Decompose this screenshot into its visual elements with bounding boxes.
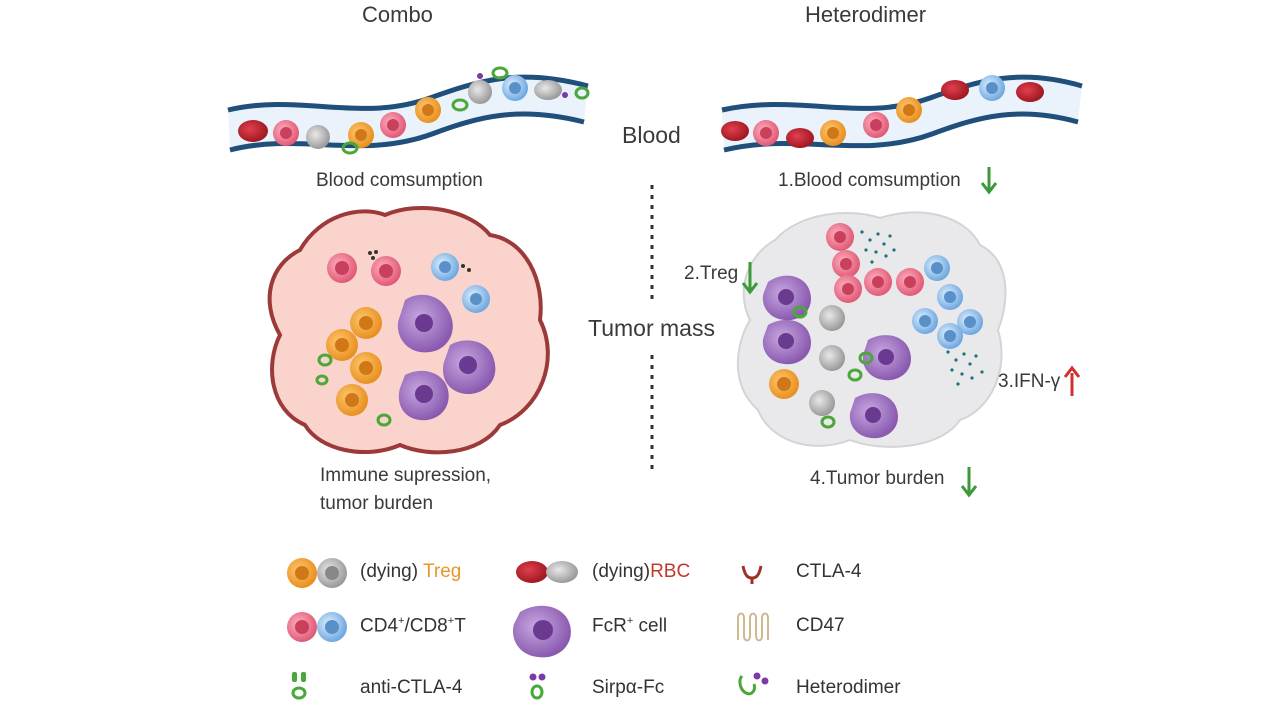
heterodimer — [847, 368, 863, 382]
arrow-down-icon — [960, 467, 978, 498]
rbc-cell — [786, 128, 814, 148]
anti-ctla4-antibody — [451, 98, 469, 112]
legend-anti-ctla4-label: anti-CTLA-4 — [360, 677, 463, 698]
anti-ctla4-antibody — [491, 66, 509, 80]
legend-cd4-cd8-icon — [287, 612, 347, 642]
step4-tumor-burden: 4.Tumor burden — [810, 468, 945, 489]
left-tumor-mass — [267, 205, 550, 455]
anti-ctla4-antibody — [315, 374, 329, 386]
legend-rbc-label: (dying)RBC — [592, 561, 691, 582]
legend-cd47-icon — [737, 612, 769, 642]
caption-blood-consumption: Blood comsumption — [316, 170, 483, 191]
legend-fcr-icon — [513, 605, 571, 658]
sirpa-fc — [562, 92, 568, 98]
heterodimer — [792, 305, 808, 319]
rbc-cell — [1016, 82, 1044, 102]
right-blood-vessel — [721, 74, 1083, 153]
rbc-cell — [941, 80, 969, 100]
left-blood-vessel — [227, 66, 590, 155]
legend-heterodimer-label: Heterodimer — [796, 677, 901, 698]
rbc-cell — [238, 120, 268, 142]
arrow-down-icon — [741, 262, 759, 295]
anti-ctla4-antibody — [317, 353, 333, 367]
step3-ifn-gamma: 3.IFN-γ — [998, 371, 1061, 392]
arrow-down-icon — [980, 167, 998, 195]
legend-ctla4-icon — [741, 565, 763, 584]
right-tumor-mass — [736, 211, 1007, 448]
legend-treg-icon — [287, 558, 347, 588]
legend-sirpa-icon — [529, 673, 546, 700]
step1-blood-consumption: 1.Blood comsumption — [778, 170, 961, 191]
rbc-cell — [721, 121, 749, 141]
ifn-gamma-dots — [860, 230, 984, 386]
dying-rbc-cell — [468, 80, 492, 104]
dying-treg-cell — [819, 345, 845, 371]
panel-title-heterodimer: Heterodimer — [805, 2, 927, 27]
dying-rbc-cell — [534, 80, 562, 100]
legend-treg-label: (dying) Treg — [360, 561, 462, 582]
panel-title-combo: Combo — [362, 2, 433, 27]
legend-ctla4-label: CTLA-4 — [796, 561, 862, 582]
legend-sirpa-label: Sirpα-Fc — [592, 677, 665, 698]
legend-cd4-cd8-label: CD4+/CD8+T — [360, 615, 466, 637]
dying-treg-cell — [819, 305, 845, 331]
caption-tumor-burden: tumor burden — [320, 493, 434, 514]
legend-anti-ctla4-icon — [291, 672, 307, 700]
label-tumor-mass: Tumor mass — [588, 315, 715, 341]
legend-fcr-label: FcR+ cell — [592, 615, 668, 637]
anti-ctla4-antibody — [341, 141, 359, 155]
dying-treg-cell — [306, 125, 330, 149]
caption-immune-suppression: Immune supression, — [320, 465, 492, 486]
anti-ctla4-antibody — [376, 413, 392, 427]
arrow-up-icon — [1063, 365, 1081, 396]
legend-cd47-label: CD47 — [796, 615, 845, 636]
sirpa-fc — [477, 73, 483, 79]
label-blood: Blood — [622, 122, 681, 148]
legend-heterodimer-icon — [738, 672, 769, 696]
heterodimer — [820, 415, 836, 429]
step2-treg: 2.Treg — [684, 263, 739, 284]
dying-treg-cell — [809, 390, 835, 416]
legend-rbc-icon — [516, 561, 578, 583]
heterodimer — [858, 351, 874, 365]
anti-ctla4-antibody — [574, 86, 590, 100]
